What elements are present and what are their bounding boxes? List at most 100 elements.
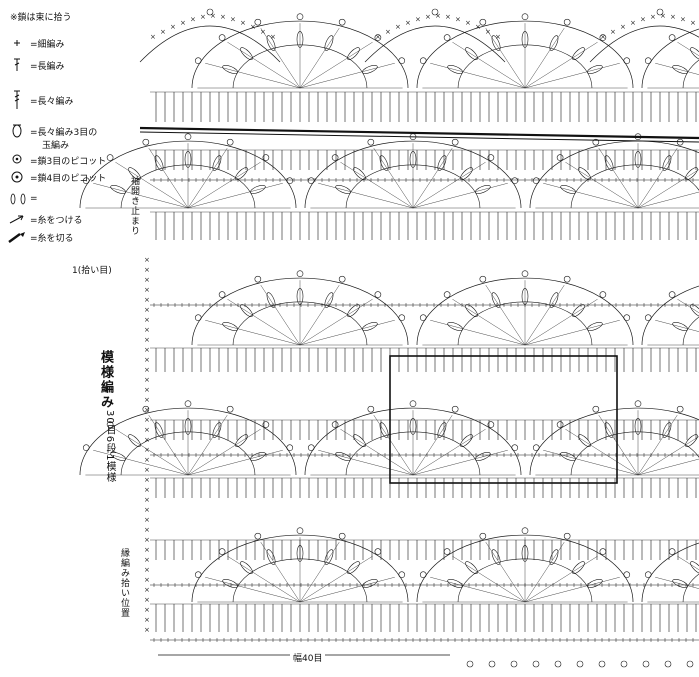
bottom-picot — [532, 660, 540, 668]
petal — [353, 167, 366, 180]
tr-symbol-icon — [14, 90, 20, 109]
picot — [254, 532, 262, 540]
picot — [563, 18, 571, 26]
edge-stitch: × — [395, 23, 401, 31]
petal — [128, 434, 141, 447]
petal — [235, 434, 248, 447]
picot — [431, 8, 439, 16]
fan-spoke — [299, 28, 340, 89]
fan-spoke — [412, 415, 453, 476]
fan-spoke — [412, 148, 453, 209]
border-marker: × — [144, 296, 150, 304]
fan-motif — [641, 285, 699, 346]
border-marker: × — [144, 486, 150, 494]
petal — [465, 561, 478, 574]
picot — [592, 138, 600, 146]
edge-stitch: × — [660, 12, 666, 20]
petal — [604, 422, 614, 438]
petal — [491, 292, 501, 308]
sc-symbol-icon — [14, 40, 20, 46]
picot — [338, 275, 346, 283]
border-marker: × — [144, 576, 150, 584]
picot — [443, 34, 451, 41]
edge-stitch: × — [190, 16, 196, 24]
petal — [296, 288, 304, 305]
fan-spoke — [412, 162, 486, 209]
edge-pickup-label: 縁編み拾い位置 — [119, 548, 129, 618]
border-marker: × — [144, 326, 150, 334]
legend-text: = — [30, 194, 38, 204]
edge-stitch: × — [220, 13, 226, 21]
pattern-repeat-label: 30目6段1模様 — [104, 410, 115, 484]
edge-stitch: × — [180, 19, 186, 27]
edge-stitch: × — [650, 13, 656, 21]
border-marker: × — [144, 546, 150, 554]
picot — [409, 400, 417, 408]
fan-motif — [641, 542, 699, 603]
edge-stitch: × — [405, 19, 411, 27]
fan-spoke — [187, 148, 228, 209]
fan-arc — [641, 542, 699, 603]
sleeve-boundary-line — [139, 126, 699, 140]
edge-stitch: × — [600, 33, 606, 41]
picot — [487, 154, 495, 161]
petal — [460, 167, 473, 180]
picot — [599, 34, 607, 41]
picot — [194, 57, 202, 65]
fan-motif — [191, 13, 409, 89]
fan-spoke — [340, 429, 414, 476]
picot — [374, 548, 382, 555]
edge-stitch: × — [620, 23, 626, 31]
picot — [532, 177, 540, 185]
edge-stitch: × — [150, 33, 156, 41]
picot — [296, 13, 304, 21]
edge-stitch: × — [610, 28, 616, 36]
fan-spoke — [543, 183, 639, 209]
sleeve-stop-label: 袖開き止まり — [129, 176, 139, 236]
fan-spoke — [148, 148, 189, 209]
bottom-picot — [620, 660, 628, 668]
petal — [296, 31, 304, 48]
picot — [563, 532, 571, 540]
picot — [443, 548, 451, 555]
fan-spoke — [318, 450, 414, 476]
picot — [668, 34, 676, 41]
fan-pattern — [79, 13, 699, 603]
fan-spoke — [655, 63, 699, 75]
border-marker: × — [144, 566, 150, 574]
border-marker: × — [144, 456, 150, 464]
fan-arc-inner — [570, 431, 699, 476]
fan-spoke — [637, 458, 699, 476]
fan-spoke — [452, 299, 526, 346]
legend-row-sc: =細編み — [6, 36, 65, 50]
scallop — [139, 25, 281, 63]
petal — [347, 561, 360, 574]
fan-spoke — [227, 42, 301, 89]
fan-spoke — [260, 285, 301, 346]
picot — [599, 291, 607, 298]
edge-stitch: × — [640, 16, 646, 24]
border-marker: × — [144, 276, 150, 284]
picot — [254, 18, 262, 26]
edge-stitch: × — [445, 13, 451, 21]
bottom-picot — [576, 660, 584, 668]
tr-bobble-symbol-icon — [12, 124, 22, 138]
fan-motif — [304, 400, 522, 476]
fan-spoke — [637, 191, 699, 209]
petal — [222, 578, 238, 588]
edge-stitch: × — [630, 19, 636, 27]
petal — [447, 578, 463, 588]
picot3-symbol-icon — [12, 154, 22, 164]
fan-spoke — [524, 28, 565, 89]
legend-row-eq: = — [6, 192, 38, 206]
petal — [266, 292, 276, 308]
fan-spoke — [187, 429, 261, 476]
petal — [572, 47, 585, 60]
picot — [479, 532, 487, 540]
fan-arc — [79, 140, 297, 209]
edge-stitch: × — [250, 23, 256, 31]
petal — [662, 422, 672, 438]
picot — [296, 270, 304, 278]
petal — [587, 321, 603, 331]
